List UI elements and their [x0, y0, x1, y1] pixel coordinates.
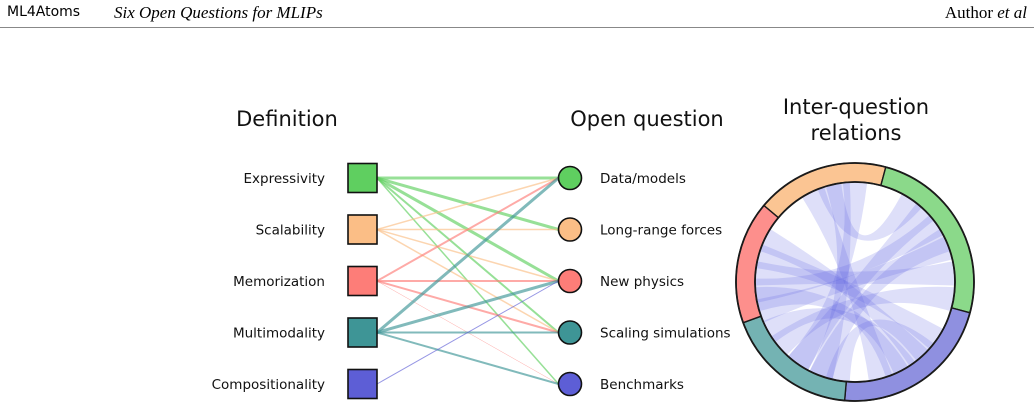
author-label: Author et al [945, 3, 1027, 23]
question-label: Benchmarks [600, 377, 684, 393]
link-multimodality-data-models [375, 176, 560, 334]
definition-node-compositionality [347, 368, 378, 400]
nodes-layer: ExpressivityScalabilityMemorizationMulti… [212, 162, 731, 400]
definition-label: Memorization [233, 274, 325, 290]
question-node-new-physics [557, 268, 583, 294]
definition-node-expressivity [347, 162, 378, 194]
chord-ribbon [788, 203, 934, 371]
chord-ribbon [754, 261, 955, 286]
links-layer [375, 176, 560, 385]
question-label: Scaling simulations [600, 326, 731, 342]
link-multimodality-new-physics [375, 279, 560, 334]
definition-node-multimodality [347, 317, 378, 348]
header-rule [0, 27, 1034, 28]
relations-heading-line2: relations [811, 121, 902, 145]
question-heading: Open question [570, 107, 724, 131]
author-name: Author [944, 3, 993, 22]
link-multimodality-benchmarks [376, 331, 560, 385]
ring-inner-border [754, 181, 956, 383]
definition-label: Multimodality [233, 326, 325, 342]
definition-label: Scalability [256, 223, 325, 239]
chord-ribbon [825, 319, 934, 382]
question-label: Data/models [600, 171, 686, 187]
chord-ribbon [756, 236, 953, 323]
question-node-benchmarks [557, 371, 583, 397]
chord-ribbon [755, 215, 944, 303]
definition-label: Expressivity [244, 171, 326, 187]
paper-title: Six Open Questions for MLIPs [114, 3, 323, 22]
chord-ribbon [809, 229, 951, 380]
chord-ribbon [762, 308, 916, 375]
question-label: Long-range forces [600, 223, 722, 239]
definition-node-scalability [347, 214, 378, 245]
chord-ribbon [755, 286, 908, 378]
link-memorization-data-models [376, 177, 560, 282]
link-compositionality-new-physics [376, 280, 559, 385]
definition-node-memorization [347, 265, 378, 297]
chord-ribbon [802, 186, 893, 382]
running-header: ML4Atoms Six Open Questions for MLIPs Au… [0, 0, 1034, 30]
question-node-data-models [557, 165, 583, 191]
chord-ribbon [771, 286, 955, 356]
chord-diagram [735, 162, 975, 402]
definition-heading: Definition [236, 107, 338, 131]
chord-ribbon [817, 182, 922, 241]
question-label: New physics [600, 274, 684, 290]
relations-heading-line1: Inter-question [783, 95, 929, 119]
definition-label: Compositionality [212, 377, 325, 393]
chord-ribbon [788, 182, 868, 371]
venue-label: ML4Atoms [7, 4, 81, 20]
question-node-scaling-simulations [557, 320, 583, 345]
chord-ribbon [809, 182, 851, 380]
author-suffix: et al [997, 3, 1027, 22]
question-node-long-range-forces [557, 217, 583, 242]
link-scalability-data-models [376, 177, 560, 231]
chord-ribbon [759, 229, 929, 366]
ring-outer-border [735, 162, 975, 402]
chord-ribbon [755, 244, 944, 349]
chord-inner-disc [755, 182, 955, 382]
